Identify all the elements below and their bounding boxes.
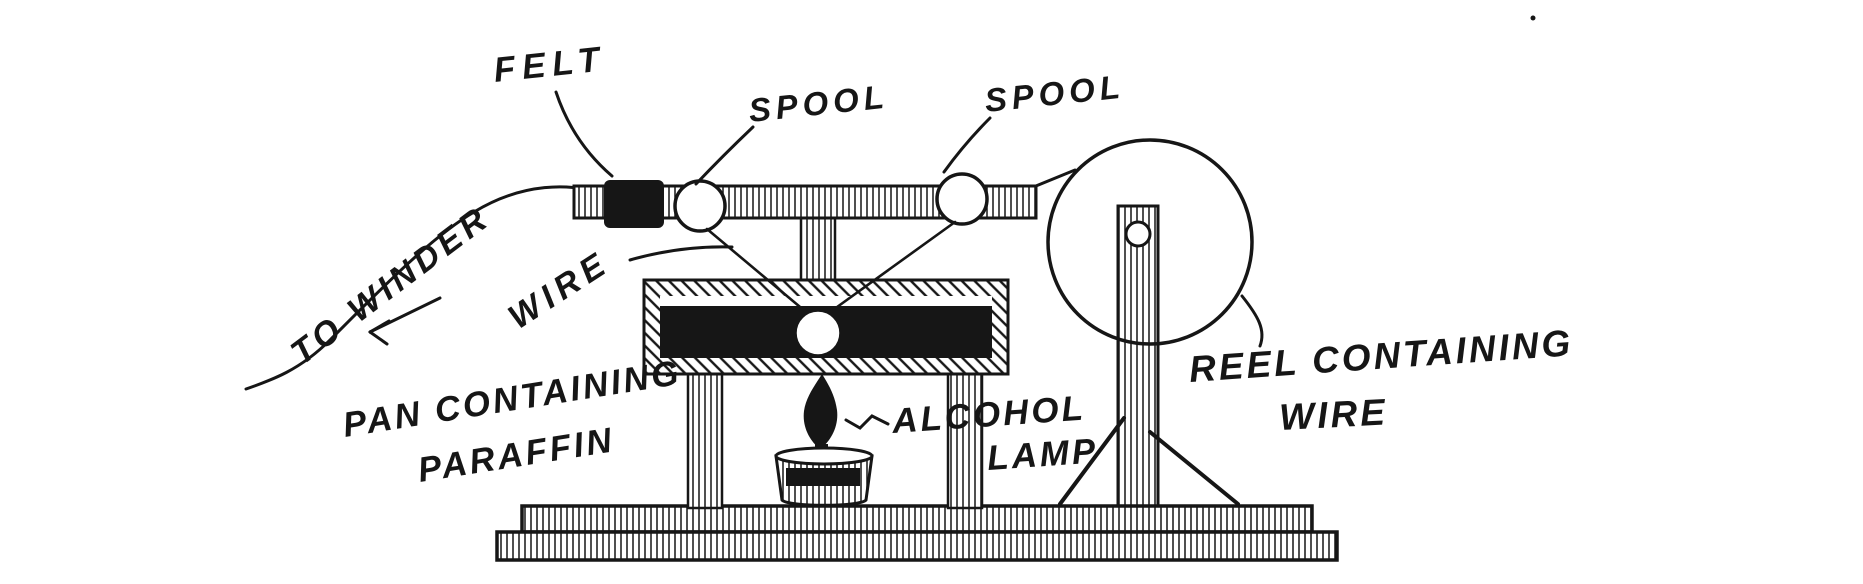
left-leg <box>686 372 724 510</box>
lamp-rim <box>774 446 874 466</box>
spool-right <box>935 172 989 226</box>
lamp-leader-line <box>844 414 890 430</box>
reel-axle <box>1124 220 1152 248</box>
lamp-flame <box>803 374 838 449</box>
wire-right-run <box>824 220 957 317</box>
spool-right-leader-line <box>942 116 992 174</box>
reel-post <box>1116 204 1160 508</box>
base-board-lower <box>495 530 1339 562</box>
base-board-upper <box>520 504 1314 534</box>
reel-leader-line <box>1240 294 1264 348</box>
lamp-label-line2: LAMP <box>986 431 1100 478</box>
wire-left-run <box>705 227 814 319</box>
to-winder-arrow <box>368 296 442 346</box>
felt-leader-line <box>554 90 614 178</box>
ink-speck <box>1530 15 1536 21</box>
winder-wire <box>244 185 614 391</box>
wire-leader-line <box>628 245 734 262</box>
spool-left-leader-line <box>694 125 755 186</box>
pan-pulley <box>793 308 843 358</box>
reel-label-line2: WIRE <box>1278 391 1389 438</box>
reel-braces <box>1058 416 1240 506</box>
alcohol-lamp <box>774 374 874 507</box>
lamp-fuel <box>786 468 860 486</box>
spool-left <box>673 179 727 233</box>
center-post <box>799 214 837 290</box>
felt-block <box>604 180 664 228</box>
reel-rim <box>1046 138 1254 346</box>
right-leg <box>946 372 984 510</box>
